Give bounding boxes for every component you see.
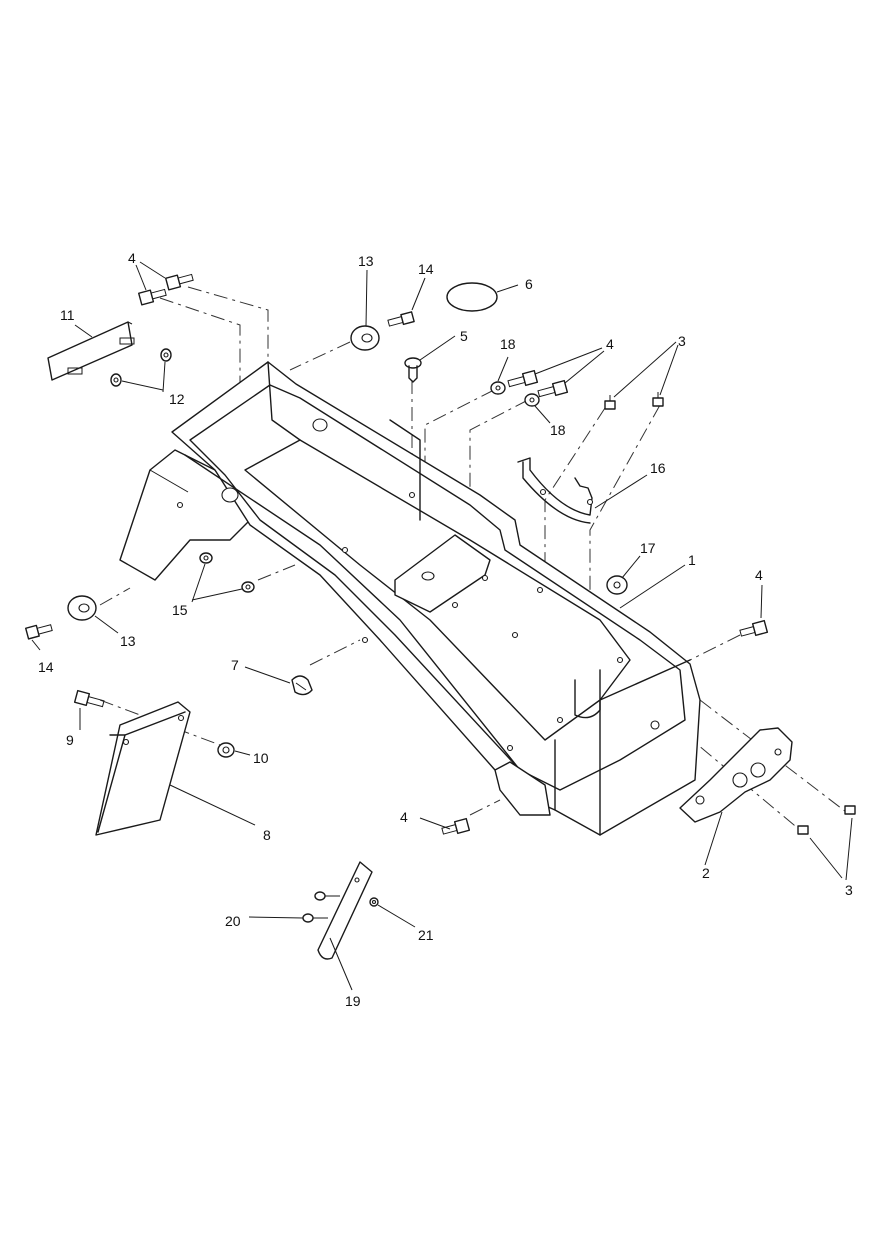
grommet-group-13 — [67, 325, 380, 621]
hugger-plate — [95, 701, 191, 836]
callout-4: 4 — [755, 567, 763, 583]
callout-21: 21 — [418, 927, 434, 943]
callout-9: 9 — [66, 732, 74, 748]
cable-clip — [291, 675, 313, 696]
bolt-group-4 — [138, 273, 769, 835]
washer-21 — [369, 897, 379, 907]
reflector-plate — [317, 861, 373, 960]
washer-group-18 — [490, 381, 540, 407]
rear-subframe-tray — [119, 361, 701, 836]
callout-2: 2 — [702, 865, 710, 881]
nut-10 — [217, 742, 235, 758]
callout-1: 1 — [688, 552, 696, 568]
callout-12: 12 — [169, 391, 185, 407]
callout-3: 3 — [845, 882, 853, 898]
callout-4: 4 — [606, 336, 614, 352]
callout-13: 13 — [358, 253, 374, 269]
nut-group-20 — [302, 891, 340, 923]
callout-labels: 1 2 3 3 4 4 4 4 5 6 7 8 9 10 11 12 13 13… — [38, 250, 853, 1009]
bolt-group-14 — [25, 311, 415, 640]
callout-11: 11 — [60, 307, 75, 323]
callout-17: 17 — [640, 540, 656, 556]
callout-18: 18 — [500, 336, 516, 352]
screw-group-3 — [604, 392, 856, 835]
callout-19: 19 — [345, 993, 361, 1009]
bolt-9 — [73, 689, 105, 708]
callout-18: 18 — [550, 422, 566, 438]
nut-group-15 — [199, 552, 255, 593]
callout-10: 10 — [253, 750, 269, 766]
leader-lines — [31, 261, 853, 991]
callout-6: 6 — [525, 276, 533, 292]
o-ring — [446, 282, 498, 312]
washer-group-12 — [110, 348, 172, 387]
callout-8: 8 — [263, 827, 271, 843]
callout-14: 14 — [38, 659, 54, 675]
strap-bracket — [517, 457, 594, 524]
washer-17 — [606, 575, 628, 595]
plate-bracket — [679, 727, 793, 823]
callout-15: 15 — [172, 602, 188, 618]
callout-7: 7 — [231, 657, 239, 673]
callout-4: 4 — [400, 809, 408, 825]
callout-4: 4 — [128, 250, 136, 266]
callout-5: 5 — [460, 328, 468, 344]
callout-13: 13 — [120, 633, 136, 649]
push-rivet — [404, 357, 422, 383]
stud-plate — [47, 321, 135, 381]
callout-3: 3 — [678, 333, 686, 349]
callout-20: 20 — [225, 913, 241, 929]
callout-16: 16 — [650, 460, 666, 476]
callout-14: 14 — [418, 261, 434, 277]
